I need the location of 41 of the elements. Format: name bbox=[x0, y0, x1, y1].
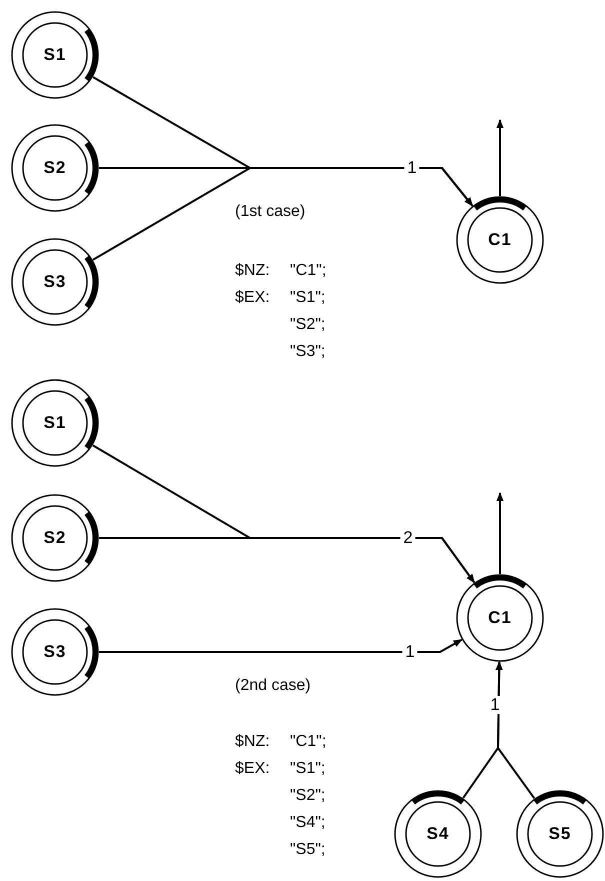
state-circle bbox=[11, 494, 99, 582]
connector-arrow bbox=[92, 167, 474, 261]
state-circle bbox=[11, 124, 99, 212]
code-text: "S5"; bbox=[290, 841, 326, 859]
state-circle bbox=[394, 790, 482, 878]
code-text: "C1"; bbox=[290, 262, 326, 280]
state-name: S3 bbox=[44, 272, 66, 292]
connector-arrow bbox=[99, 537, 475, 584]
code-text: $NZ: bbox=[235, 733, 270, 751]
state-name: S1 bbox=[44, 45, 66, 65]
code-text: "S3"; bbox=[290, 343, 326, 361]
state-name: S1 bbox=[44, 413, 66, 433]
state-name: C1 bbox=[488, 230, 512, 250]
state-circle bbox=[516, 790, 604, 878]
state-name: S5 bbox=[548, 824, 572, 844]
code-text: (1st case) bbox=[235, 203, 306, 221]
code-text: "S1"; bbox=[290, 760, 326, 778]
state-circle bbox=[11, 11, 99, 99]
code-text: "S1"; bbox=[290, 289, 326, 307]
state-name: S3 bbox=[44, 642, 66, 662]
code-text: "S4"; bbox=[290, 814, 326, 832]
code-text: "S2"; bbox=[290, 787, 326, 805]
connector-arrow bbox=[496, 119, 504, 196]
state-circle bbox=[11, 379, 99, 467]
state-name: C1 bbox=[488, 608, 512, 628]
code-text: $NZ: bbox=[235, 262, 270, 280]
state-circle bbox=[456, 196, 544, 284]
connector-arrow bbox=[496, 661, 536, 799]
connector-arrow bbox=[99, 638, 462, 653]
state-name: S2 bbox=[44, 158, 66, 178]
state-circle bbox=[456, 574, 544, 662]
state-name: S4 bbox=[426, 824, 450, 844]
state-circle bbox=[11, 238, 99, 326]
code-text: "S2"; bbox=[290, 316, 326, 334]
connector-arrow bbox=[496, 492, 504, 574]
state-name: S2 bbox=[44, 528, 66, 548]
code-text: "C1"; bbox=[290, 733, 326, 751]
state-circle bbox=[11, 608, 99, 696]
code-text: (2nd case) bbox=[235, 677, 311, 695]
code-text: $EX: bbox=[235, 289, 270, 307]
code-text: $EX: bbox=[235, 760, 270, 778]
